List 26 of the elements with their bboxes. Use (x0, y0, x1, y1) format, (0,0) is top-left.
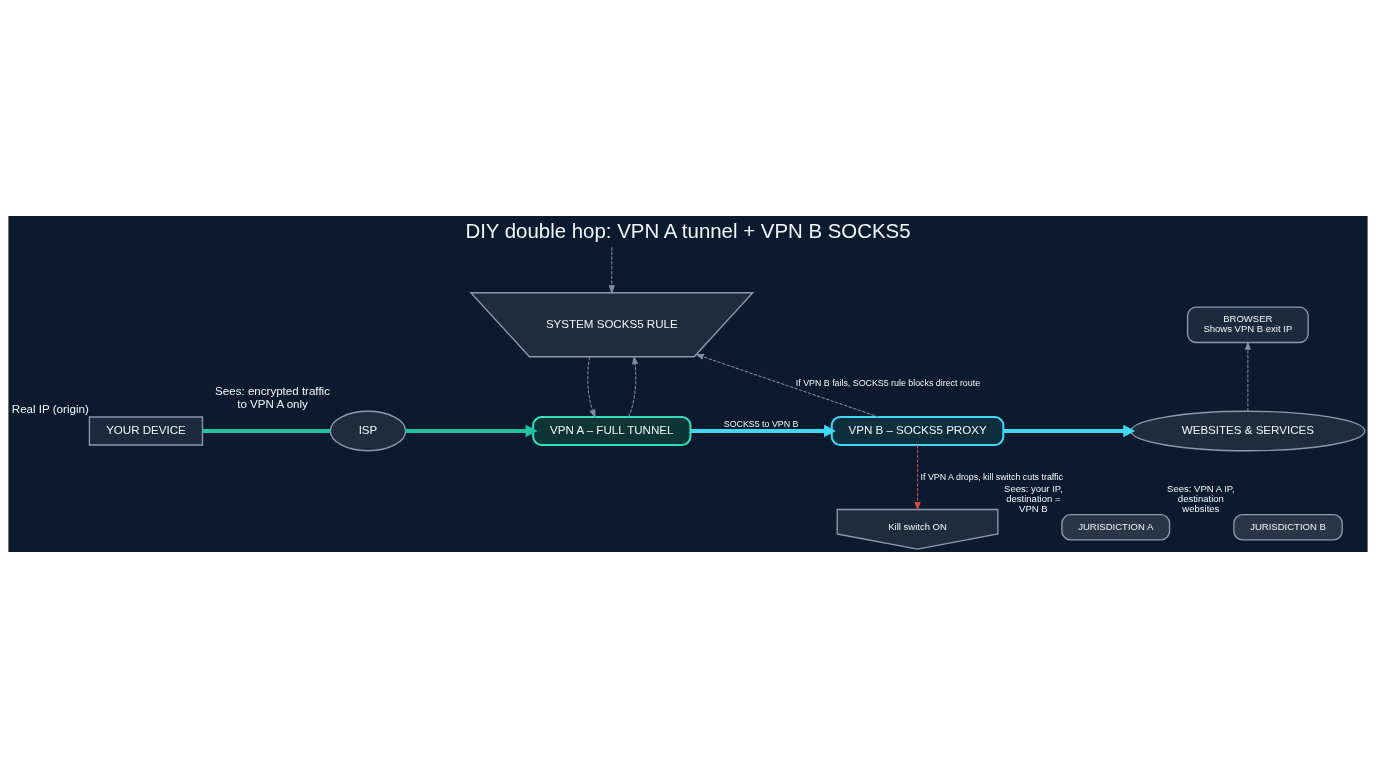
arrow (405, 424, 538, 438)
node-label: Sees: your IP, destination = VPN B (1004, 482, 1063, 515)
arrow (608, 246, 615, 295)
edge-label: If VPN A drops, kill switch cuts traffic (920, 472, 1063, 483)
node-box: JURISDICTION A (1061, 513, 1171, 541)
node-label: Sees: encrypted traffic to VPN A only (215, 384, 330, 410)
arrow (914, 444, 921, 511)
arrow (587, 356, 596, 419)
arrow (694, 353, 880, 418)
edge-label: If VPN B fails, SOCKS5 rule blocks direct route (795, 378, 981, 389)
node-ellipse: ISP (329, 410, 407, 452)
node-box: VPN A – FULL TUNNEL (532, 416, 692, 446)
node-label: Real IP (origin) (11, 403, 89, 416)
edge-label: SOCKS5 to VPN B (723, 418, 799, 429)
arrow (1003, 424, 1136, 438)
node-box: VPN B – SOCKS5 PROXY (830, 416, 1005, 446)
connector (202, 428, 331, 434)
arrow (690, 424, 836, 438)
node-label: Sees: VPN A IP, destination websites (1167, 482, 1235, 515)
node-box: BROWSER Shows VPN B exit IP (1186, 306, 1309, 344)
diagram-title: DIY double hop: VPN A tunnel + VPN B SOCKS5 (465, 219, 911, 242)
node-box: JURISDICTION B (1233, 513, 1343, 541)
arrow (1244, 341, 1251, 412)
arrow (627, 355, 639, 418)
node-box: YOUR DEVICE (88, 416, 204, 446)
node-ellipse: WEBSITES & SERVICES (1130, 410, 1366, 452)
